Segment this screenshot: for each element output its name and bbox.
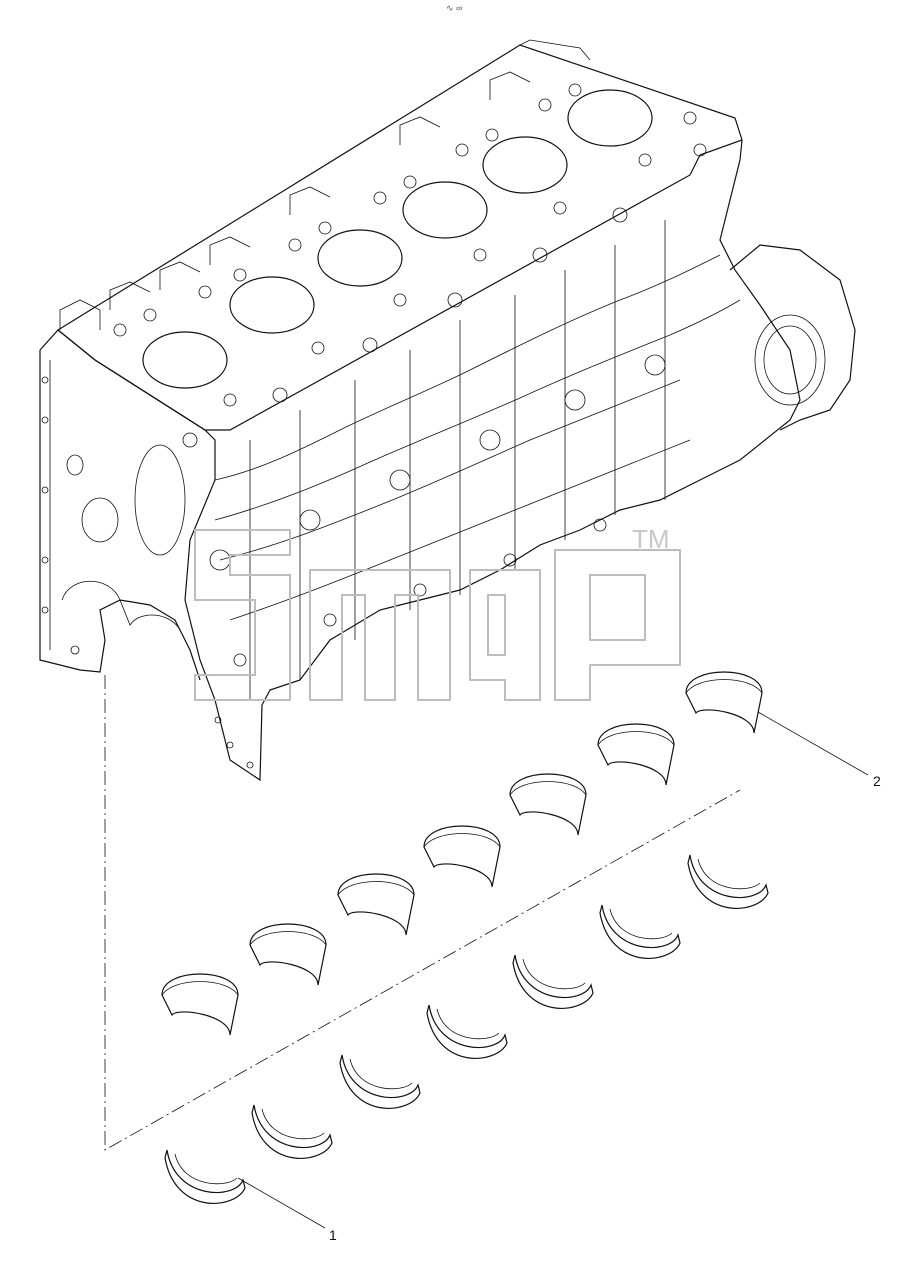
top-mark: ∿ ∞ <box>446 3 462 13</box>
callout-label-2: 2 <box>873 773 881 789</box>
callout-1: 1 <box>237 1177 337 1243</box>
watermark-tm: TM <box>632 524 670 554</box>
upper-bearing-shells <box>161 671 763 1036</box>
engine-block <box>39 39 856 782</box>
callout-label-1: 1 <box>329 1227 337 1243</box>
watermark: TM <box>194 524 681 701</box>
lower-bearing-shells <box>164 854 769 1204</box>
assembly-lines <box>104 675 741 1151</box>
callout-2: 2 <box>757 711 881 789</box>
